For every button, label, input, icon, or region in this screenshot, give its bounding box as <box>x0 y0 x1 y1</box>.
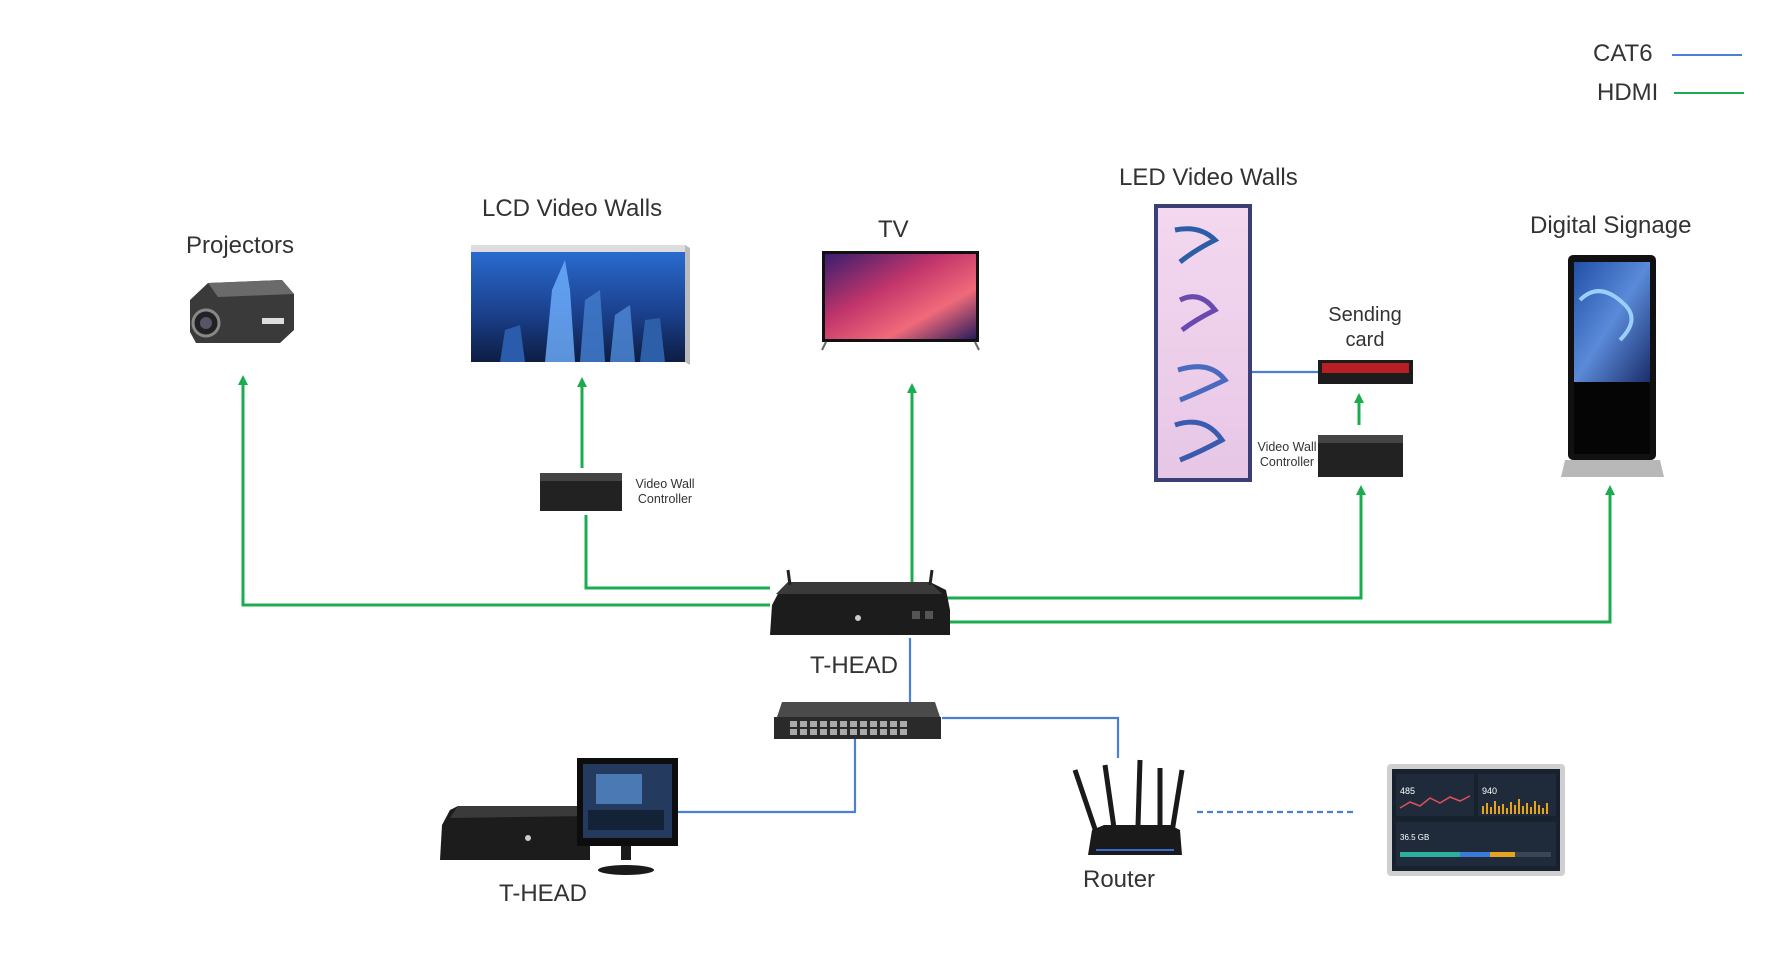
projector-device <box>190 280 294 343</box>
tablet-stat2: 940 <box>1482 786 1497 796</box>
hdmi-line-led-controller <box>945 485 1366 600</box>
hdmi-line-lcd-controller <box>584 515 770 590</box>
hdmi-connections <box>238 375 1615 624</box>
legend <box>1672 54 1744 94</box>
lcd-video-walls-label: LCD Video Walls <box>482 195 663 222</box>
sending-card-device <box>1318 360 1413 384</box>
digital-signage-device <box>1561 255 1664 477</box>
projectors-label: Projectors <box>186 232 295 259</box>
cat6-line-switch-router <box>942 716 1120 758</box>
thead-workstation-device <box>440 758 678 875</box>
thead-workstation-label: T-HEAD <box>499 880 588 907</box>
led-video-wall-controller-label: Video Wall Controller <box>1257 440 1317 469</box>
tablet-dashboard-device: 485 940 36.5 GB <box>1387 764 1565 876</box>
hdmi-line-projector <box>238 375 770 607</box>
router-device <box>1072 759 1185 855</box>
legend-hdmi-label: HDMI <box>1597 79 1659 106</box>
lcd-video-wall <box>471 245 690 365</box>
led-video-wall <box>1154 204 1252 482</box>
lcd-video-wall-controller-label: Video Wall Controller <box>635 477 695 506</box>
tablet-storage: 36.5 GB <box>1400 833 1429 842</box>
digital-signage-label: Digital Signage <box>1530 212 1692 239</box>
network-switch-device <box>774 702 941 739</box>
thead-main-device <box>770 569 950 635</box>
thead-main-label: T-HEAD <box>810 652 899 679</box>
led-video-wall-controller-device <box>1318 435 1403 477</box>
tv-label: TV <box>878 216 909 243</box>
legend-cat6-label: CAT6 <box>1593 40 1653 67</box>
led-video-walls-label: LED Video Walls <box>1119 164 1298 191</box>
cat6-line-switch-workstation <box>678 738 857 814</box>
tablet-stat1: 485 <box>1400 786 1415 796</box>
sending-card-label: Sending card <box>1328 304 1402 351</box>
tv-device <box>821 251 980 351</box>
lcd-video-wall-controller-device <box>540 473 622 511</box>
cat6-connections <box>678 370 1355 814</box>
hdmi-line-signage <box>945 485 1615 624</box>
router-label: Router <box>1083 866 1156 893</box>
